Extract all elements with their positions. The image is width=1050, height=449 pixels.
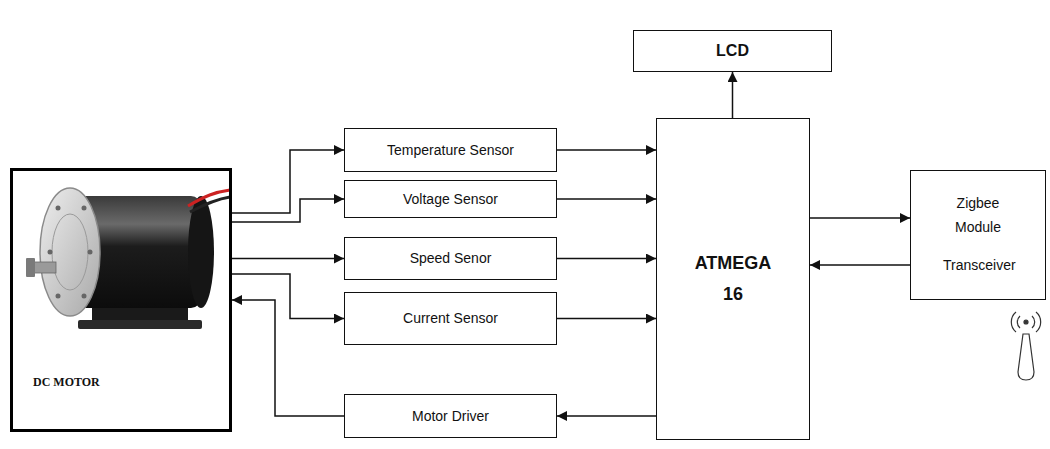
node-label: Motor Driver bbox=[412, 408, 489, 425]
node-label: Voltage Sensor bbox=[403, 191, 498, 208]
signal-arrow bbox=[232, 300, 344, 416]
signal-arrow bbox=[232, 199, 344, 222]
signal-arrow bbox=[557, 318, 656, 320]
microcontroller-box: ATMEGA 16 bbox=[656, 118, 810, 440]
signal-arrow bbox=[232, 274, 344, 319]
node-label: LCD bbox=[716, 41, 749, 60]
sensor-box: Temperature Sensor bbox=[344, 128, 557, 172]
signal-arrow bbox=[557, 198, 656, 200]
driver-box: Motor Driver bbox=[344, 394, 557, 438]
node-label: ATMEGA 16 bbox=[688, 248, 778, 309]
motor-box: DC MOTOR bbox=[10, 168, 232, 432]
display-box: LCD bbox=[633, 30, 832, 72]
transceiver-box: Zigbee ModuleTransceiver bbox=[910, 170, 1046, 300]
signal-arrow bbox=[557, 258, 656, 260]
node-label: Transceiver bbox=[943, 254, 1013, 278]
signal-arrow bbox=[810, 217, 910, 219]
dc-motor-picture bbox=[26, 188, 230, 329]
signal-arrow bbox=[810, 264, 910, 266]
signal-arrow bbox=[557, 415, 656, 417]
signal-arrow bbox=[232, 150, 344, 213]
sensor-box: Speed Senor bbox=[344, 237, 557, 280]
node-label: Temperature Sensor bbox=[387, 142, 514, 159]
signal-arrow bbox=[732, 72, 734, 118]
node-label: Current Sensor bbox=[403, 310, 498, 327]
signal-arrow bbox=[557, 149, 656, 151]
node-label: Speed Senor bbox=[410, 250, 492, 267]
sensor-box: Voltage Sensor bbox=[344, 180, 557, 218]
node-label: DC MOTOR bbox=[33, 375, 100, 389]
sensor-box: Current Sensor bbox=[344, 292, 557, 345]
signal-arrow bbox=[232, 258, 344, 260]
antenna-icon bbox=[1011, 312, 1040, 380]
node-label: Zigbee Module bbox=[943, 192, 1013, 240]
